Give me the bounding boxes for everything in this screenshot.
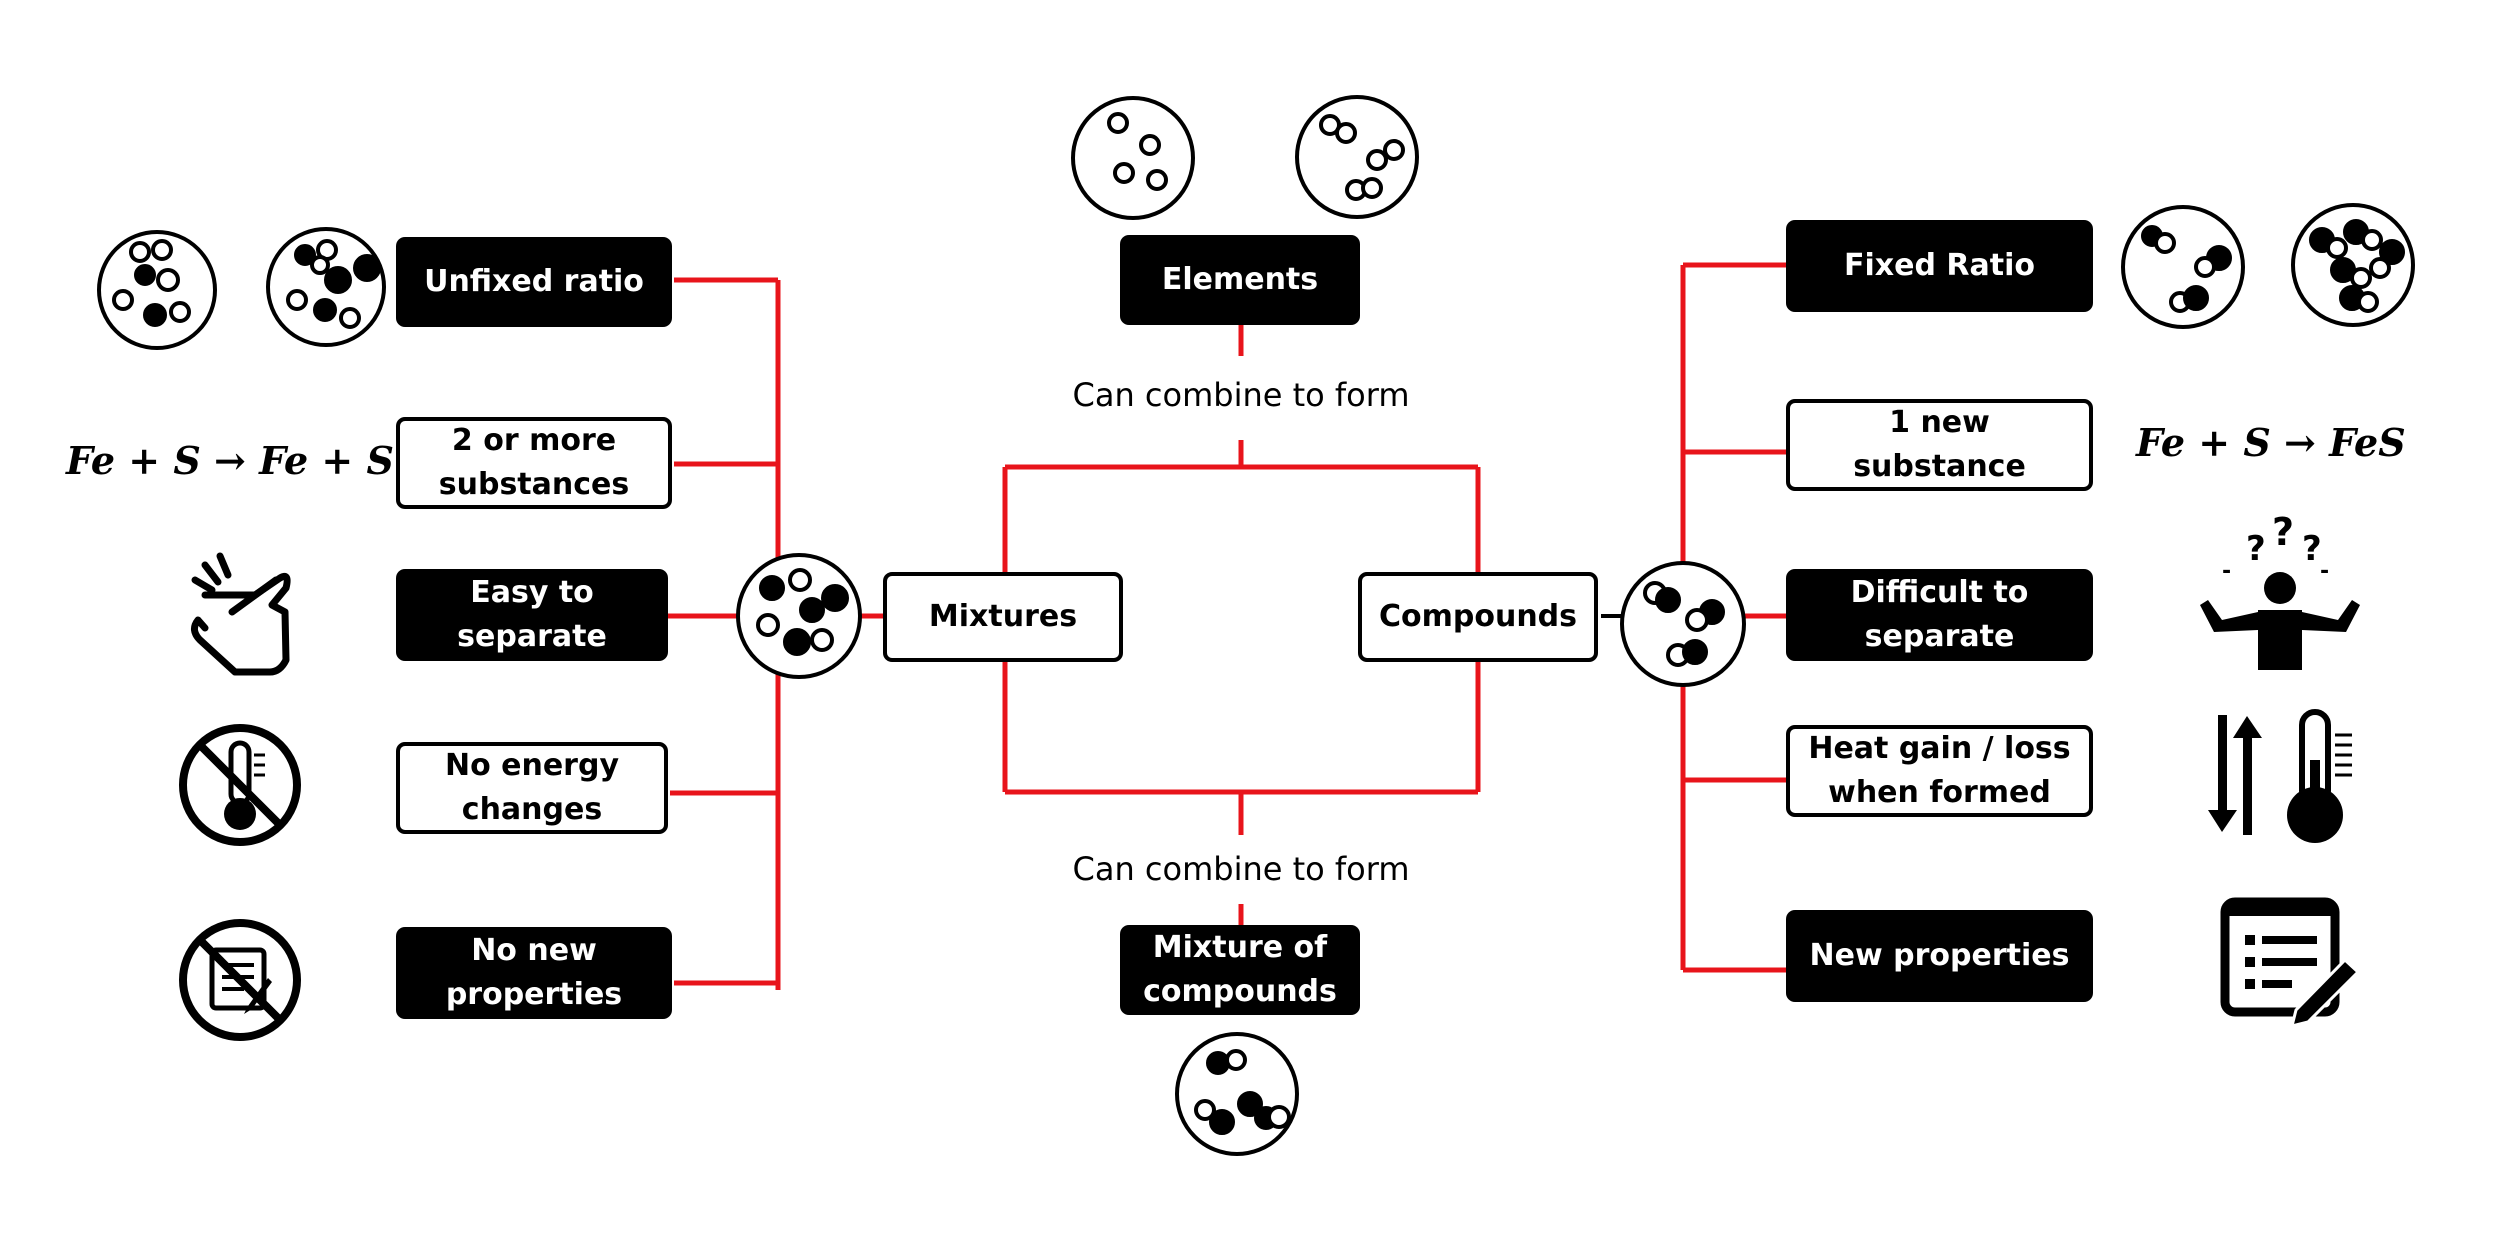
particle-circle-icon bbox=[2291, 203, 2415, 327]
property-no-energy-changes: No energy changes bbox=[396, 742, 668, 834]
particle-circle-icon bbox=[266, 227, 386, 347]
svg-text:?: ? bbox=[2272, 510, 2294, 554]
svg-text:?: ? bbox=[2302, 529, 2322, 569]
pointing-hand-icon bbox=[191, 552, 291, 676]
property-one-new-substance: 1 new substance bbox=[1786, 399, 2093, 491]
particle-circle-icon bbox=[1620, 561, 1746, 687]
property-new-properties: New properties bbox=[1786, 910, 2093, 1002]
particle-circle-icon bbox=[97, 230, 217, 350]
thermometer-icon bbox=[2287, 709, 2352, 843]
combine-caption-top: Can combine to form bbox=[1072, 376, 1410, 414]
mixture-equation: Fe + S → Fe + S bbox=[66, 438, 394, 483]
property-two-or-more-substances: 2 or more substances bbox=[396, 417, 672, 509]
no-edit-icon bbox=[179, 919, 301, 1041]
property-heat-gain-loss: Heat gain / loss when formed bbox=[1786, 725, 2093, 817]
compounds-box: Compounds bbox=[1358, 572, 1598, 662]
up-down-arrows-icon bbox=[2208, 715, 2262, 835]
property-easy-to-separate: Easy to separate bbox=[396, 569, 668, 661]
property-no-new-properties: No new properties bbox=[396, 927, 672, 1019]
no-temperature-icon bbox=[179, 724, 301, 846]
svg-text:-: - bbox=[2222, 559, 2231, 584]
property-unfixed-ratio: Unfixed ratio bbox=[396, 237, 672, 327]
svg-text:?: ? bbox=[2246, 529, 2266, 569]
particle-circle-icon bbox=[1071, 96, 1195, 220]
mixture-of-compounds-box: Mixture of compounds bbox=[1120, 925, 1360, 1015]
particle-circle-icon bbox=[1295, 95, 1419, 219]
particle-circle-icon bbox=[736, 553, 862, 679]
confused-person-icon: ? ? ? - - bbox=[2200, 510, 2360, 670]
elements-box: Elements bbox=[1120, 235, 1360, 325]
property-difficult-to-separate: Difficult to separate bbox=[1786, 569, 2093, 661]
svg-text:-: - bbox=[2320, 559, 2329, 584]
particle-circle-icon bbox=[2121, 205, 2245, 329]
particle-circle-icon bbox=[1175, 1032, 1299, 1156]
property-fixed-ratio: Fixed Ratio bbox=[1786, 220, 2093, 312]
compound-equation: Fe + S → FeS bbox=[2136, 420, 2406, 465]
checklist-edit-icon bbox=[2220, 897, 2361, 1029]
combine-caption-bottom: Can combine to form bbox=[1072, 850, 1410, 888]
mixtures-box: Mixtures bbox=[883, 572, 1123, 662]
